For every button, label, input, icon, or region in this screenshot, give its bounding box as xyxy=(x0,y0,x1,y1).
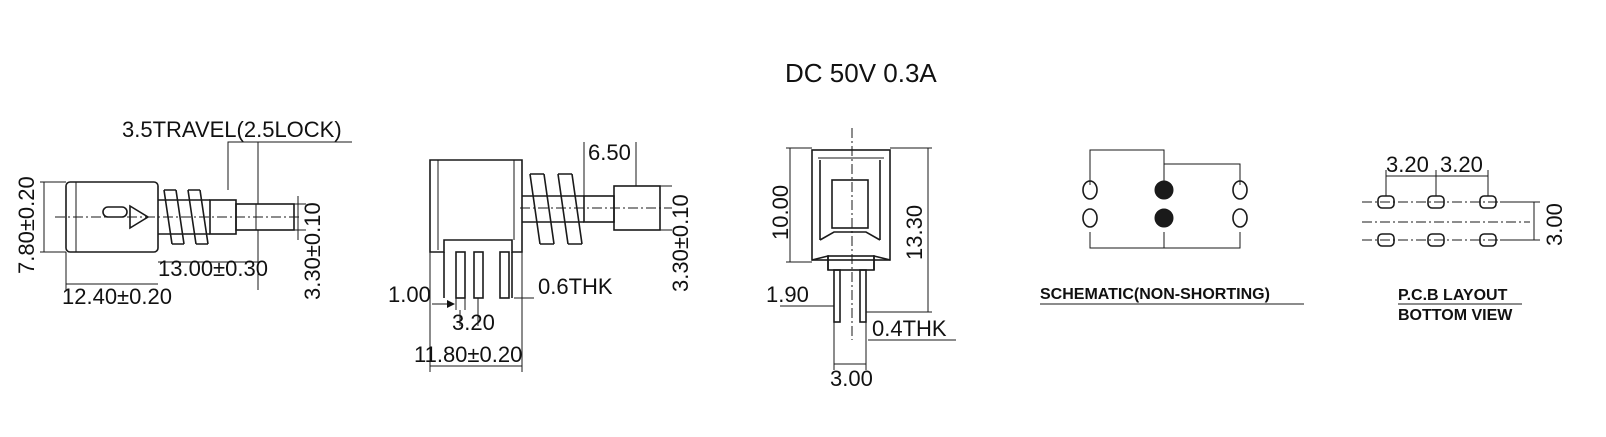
pitch-b-dim: 3.20 xyxy=(1440,152,1483,177)
terminal-open xyxy=(1232,208,1248,228)
pins xyxy=(443,251,513,299)
pcb-caption-line2: BOTTOM VIEW xyxy=(1398,307,1513,324)
travel-leader xyxy=(227,141,352,190)
travel-label: 3.5TRAVEL(2.5LOCK) xyxy=(122,117,342,142)
terminal-open xyxy=(1232,180,1248,200)
length-a-dim: 13.00±0.30 xyxy=(158,256,268,281)
terminal-common xyxy=(1154,180,1174,200)
housing xyxy=(429,159,523,253)
pin xyxy=(833,269,841,323)
front-view: 6.50 3.30±0.10 1.00 0.6THK 3.20 11.80±0.… xyxy=(388,140,693,372)
row-pitch-dim: 3.00 xyxy=(1542,203,1567,246)
schematic-caption: SCHEMATIC(NON-SHORTING) xyxy=(1040,286,1270,303)
pin-w-dim: 1.00 xyxy=(388,282,431,307)
terminal-common xyxy=(1154,208,1174,228)
side-view: 3.5TRAVEL(2.5LOCK) 7.80±0.20 3.30±0.10 1… xyxy=(14,117,352,309)
pin-w-dim: 3.00 xyxy=(830,366,873,391)
height-dim: 7.80±0.20 xyxy=(14,176,39,274)
pin-thk-dim: 0.4THK xyxy=(872,316,947,341)
pcb-caption-line1: P.C.B LAYOUT xyxy=(1398,287,1508,304)
end-view: 10.00 13.30 1.90 0.4THK 3.00 xyxy=(766,128,956,391)
pin xyxy=(859,269,867,323)
plunger-dia-dim: 3.30±0.10 xyxy=(300,202,325,300)
plunger-dia-dim: 3.30±0.10 xyxy=(668,194,693,292)
terminal-open xyxy=(1082,208,1098,228)
width-dim: 11.80±0.20 xyxy=(414,342,522,367)
schematic: SCHEMATIC(NON-SHORTING) xyxy=(1040,149,1304,305)
slot-icon xyxy=(102,206,128,218)
pitch-dim: 3.20 xyxy=(452,310,495,335)
plunger-len-dim: 6.50 xyxy=(588,140,631,165)
terminal-open xyxy=(1082,180,1098,200)
h2-dim: 13.30 xyxy=(902,205,927,260)
spring xyxy=(522,173,584,245)
length-b-dim: 12.40±0.20 xyxy=(62,284,172,309)
pin-thk-dim: 0.6THK xyxy=(538,274,613,299)
plunger-face xyxy=(831,179,869,229)
pitch-a-dim: 3.20 xyxy=(1386,152,1429,177)
pin-h-dim: 1.90 xyxy=(766,282,809,307)
pcb-layout: 3.20 3.20 3.00 P.C.B LAYOUT BOTTOM VIEW xyxy=(1362,152,1567,324)
plunger-neck xyxy=(583,195,615,223)
end-body xyxy=(811,149,891,261)
pads xyxy=(1377,195,1497,247)
h1-dim: 10.00 xyxy=(768,185,793,240)
spec-title: DC 50V 0.3A xyxy=(785,58,937,88)
